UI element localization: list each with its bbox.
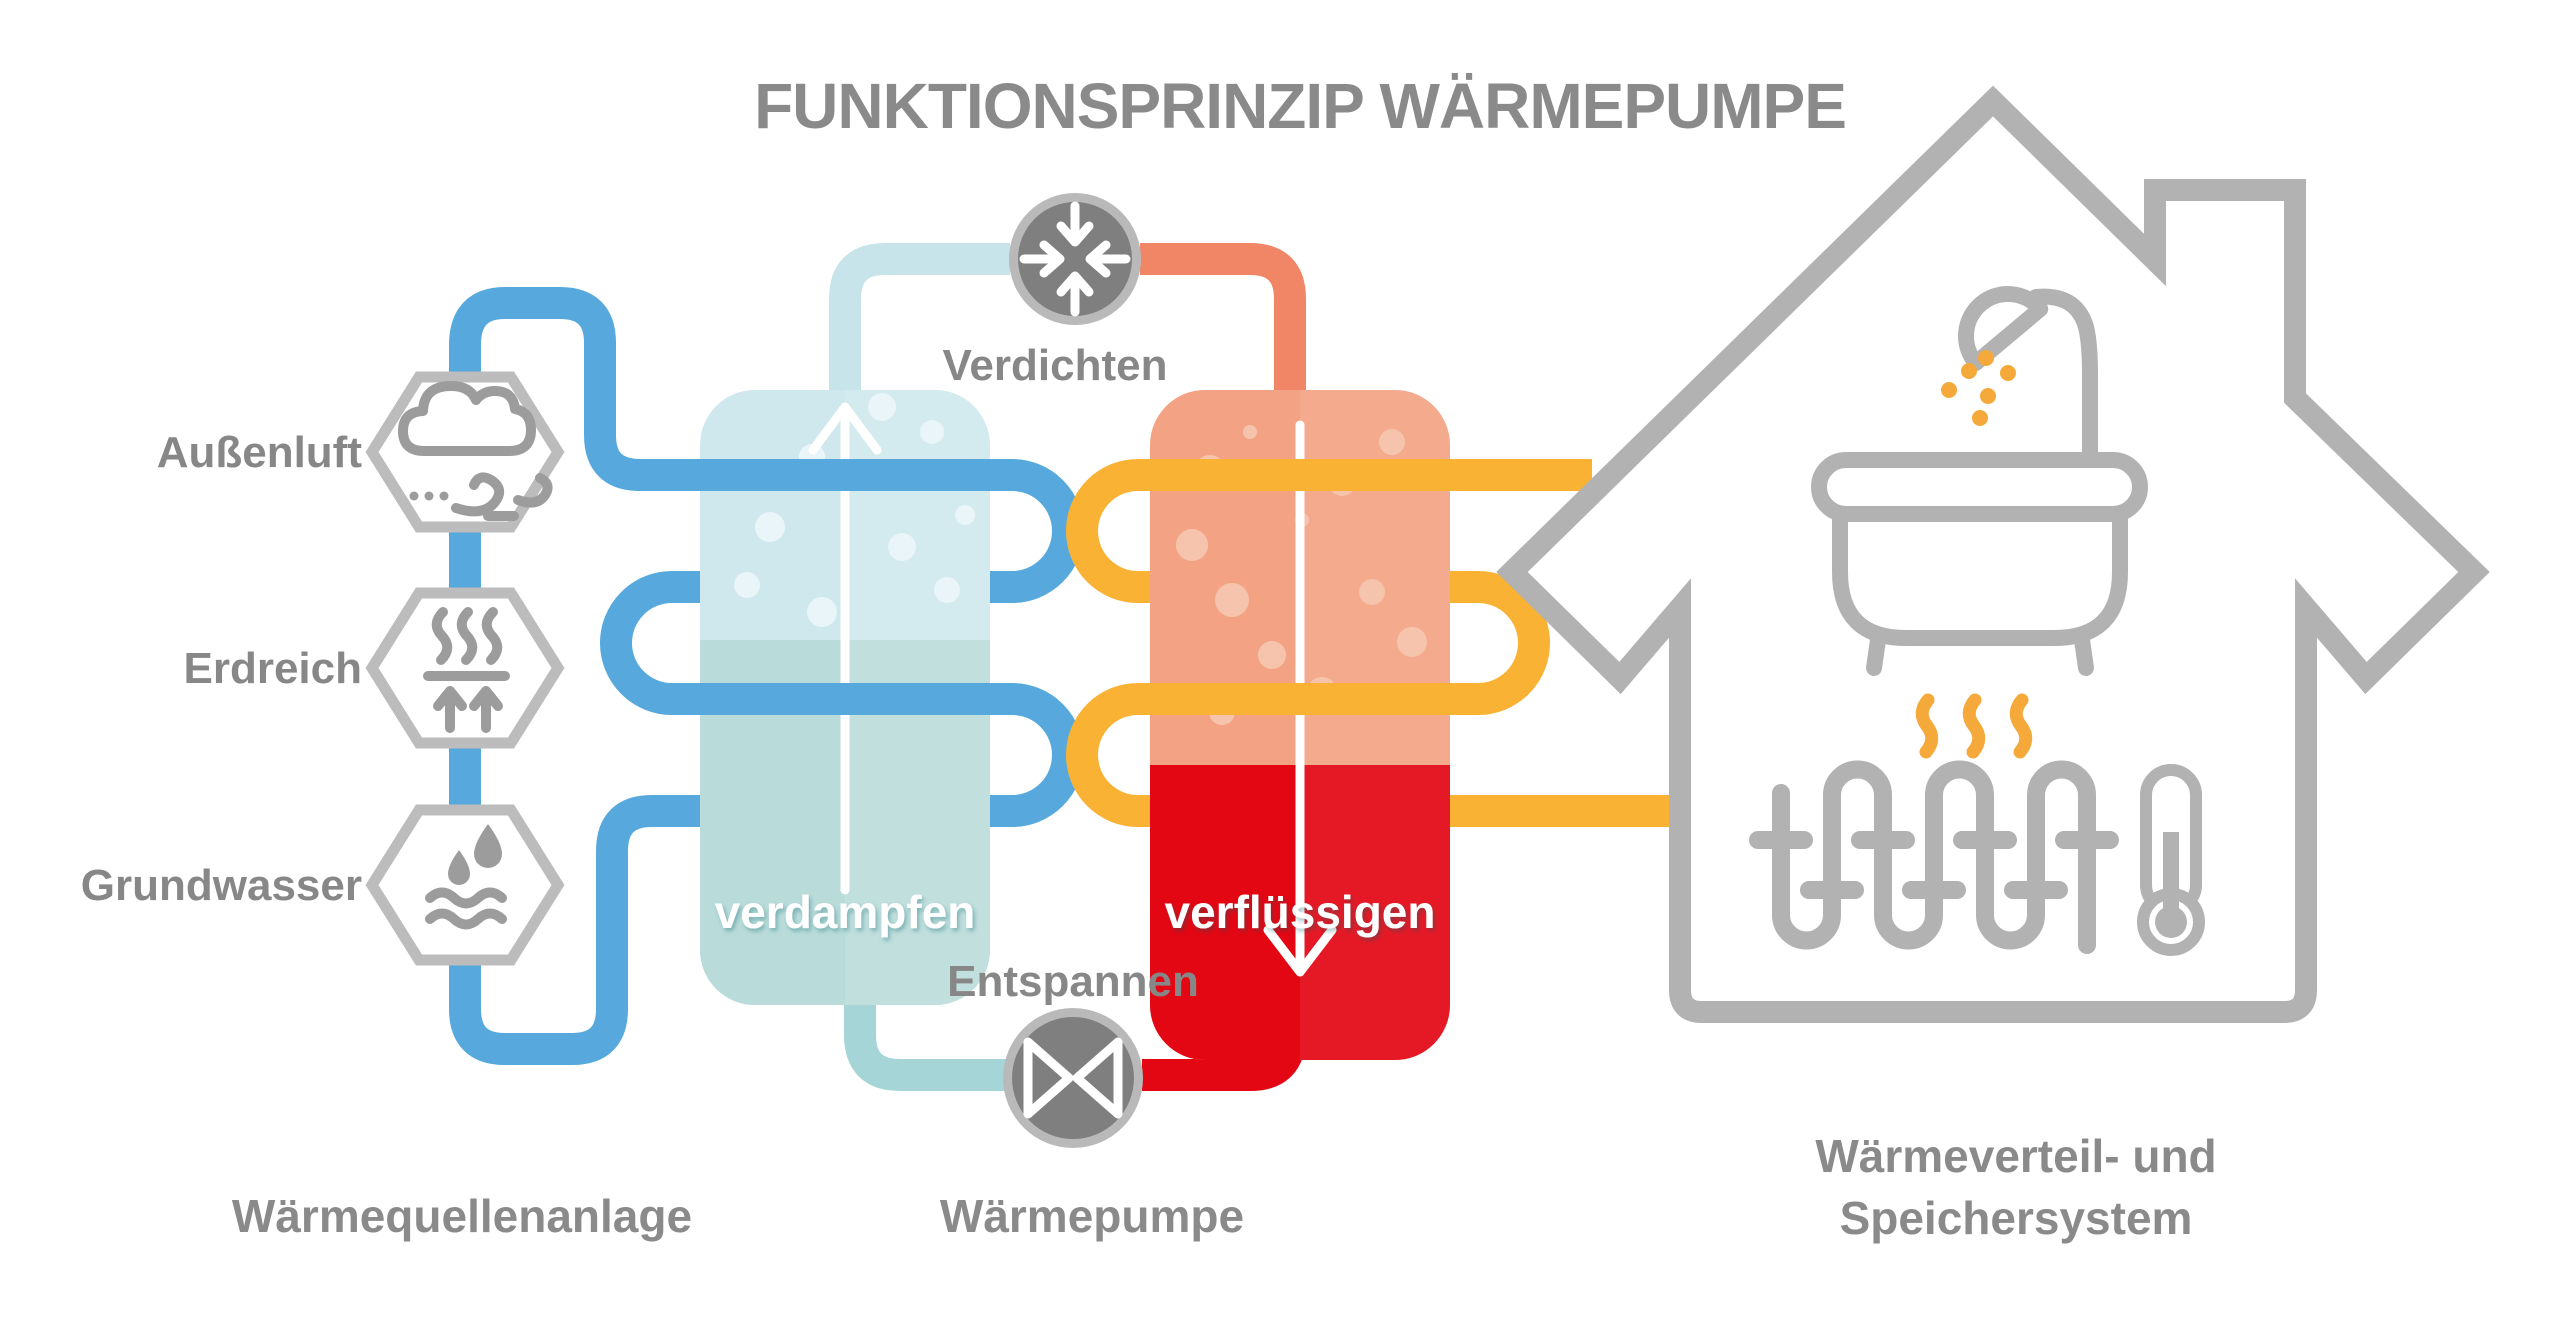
house	[1496, 85, 2490, 1023]
groundwater-icon	[425, 824, 507, 930]
house-outline	[1496, 85, 2490, 1023]
source-ground-label: Erdreich	[183, 644, 362, 693]
heating-loop-pipe	[1066, 459, 1688, 827]
source-air-label: Außenluft	[157, 428, 363, 477]
distribution-caption-line1: Wärmeverteil- und	[1815, 1130, 2216, 1182]
evaporate-up-arrow	[808, 402, 882, 895]
floor-heating-icon	[1749, 693, 2205, 956]
condenser-highlight	[1300, 390, 1450, 1060]
compress-label: Verdichten	[943, 341, 1168, 390]
source-system-caption: Wärmequellenanlage	[232, 1190, 692, 1242]
cold-gas-pipe	[829, 243, 1010, 420]
source-groundwater-label: Grundwasser	[81, 861, 362, 910]
source-loop-pipe	[449, 287, 1084, 1065]
expanded-refrigerant-pipe	[844, 980, 1008, 1091]
coil-ticks	[1749, 831, 2119, 899]
pipe-crossings	[640, 459, 1592, 715]
distribution-caption-line2: Speichersystem	[1840, 1192, 2193, 1244]
page-title: FUNKTIONSPRINZIP WÄRMEPUMPE	[754, 70, 1846, 142]
hexagon-frame	[365, 587, 565, 749]
thermometer-icon	[2137, 764, 2205, 956]
condenser-label: verflüssigen	[1165, 886, 1436, 938]
source-air	[365, 371, 565, 533]
heat-waves-icon	[1915, 693, 2033, 759]
heating-coil	[1772, 760, 2096, 954]
heat-pump-caption: Wärmepumpe	[940, 1190, 1244, 1242]
source-groundwater	[365, 804, 565, 966]
expansion-valve	[1003, 1008, 1143, 1148]
hexagon-frame	[365, 804, 565, 966]
compress-arrows-icon	[1019, 201, 1131, 317]
source-ground	[365, 587, 565, 749]
evaporator-label: verdampfen	[715, 886, 976, 938]
condenser-tank: verflüssigen	[1150, 390, 1450, 1060]
compressor-circle	[1018, 202, 1132, 316]
compressor	[1009, 193, 1141, 325]
bathtub-shower-icon	[1811, 286, 2148, 676]
hot-gas-pipe	[1140, 243, 1306, 420]
ground-heat-icon	[423, 607, 510, 733]
shower-droplets	[1941, 350, 2016, 426]
valve-bowtie-icon	[1023, 1037, 1123, 1119]
cloud-wind-icon	[398, 381, 553, 521]
expand-label: Entspannen	[947, 957, 1199, 1006]
